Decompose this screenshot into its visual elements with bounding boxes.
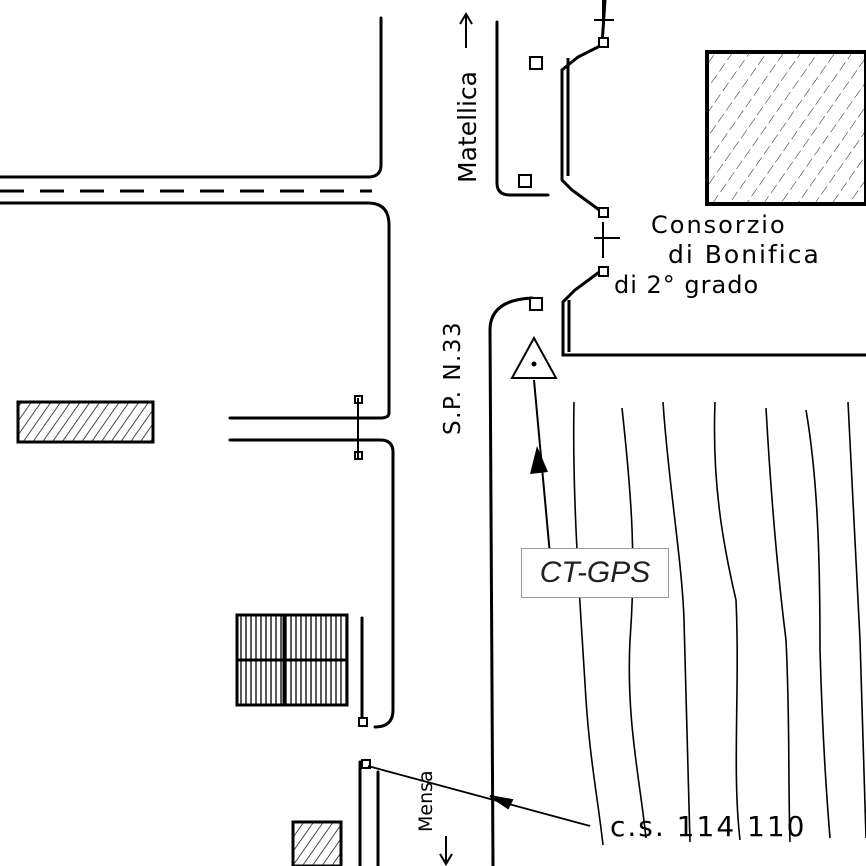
survey-point-label: c.s. 114 110 xyxy=(610,810,806,843)
station-triangle-icon xyxy=(510,335,558,379)
building-hatched-bottom xyxy=(291,820,343,866)
arrow-south-icon xyxy=(439,836,453,866)
building-grid-block xyxy=(235,613,349,707)
survey-point-leader xyxy=(367,765,591,827)
building-label-line3: di 2° grado xyxy=(614,271,759,299)
gate-markers xyxy=(357,0,620,458)
building-hatched-large xyxy=(705,50,866,206)
building-label-line1: Consorzio xyxy=(651,211,787,239)
canteen-label: Mensa xyxy=(415,770,437,832)
road-label-matellica: Matellica xyxy=(453,71,482,183)
road-label-sp33: S.P. N.33 xyxy=(440,321,466,435)
road-edges-left xyxy=(0,16,395,729)
road-edges-right xyxy=(358,20,550,866)
building-hatched-left xyxy=(16,400,155,444)
building-label-line2: di Bonifica xyxy=(668,240,821,269)
station-label-box: CT-GPS xyxy=(521,548,669,598)
arrow-north-icon xyxy=(459,12,473,48)
field-furrows xyxy=(572,401,866,846)
station-leader-line xyxy=(530,379,551,556)
